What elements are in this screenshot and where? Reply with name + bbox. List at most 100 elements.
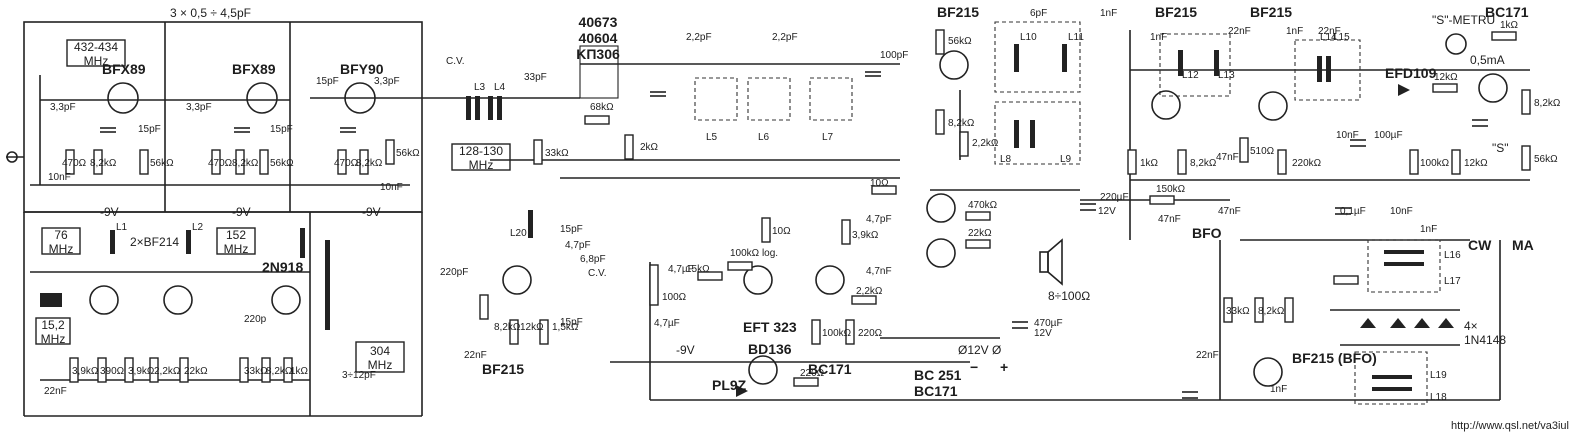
- coil-label-16: L16: [1444, 250, 1461, 261]
- label-cw: CW: [1468, 237, 1492, 253]
- res-value-17: 12kΩ: [520, 322, 544, 333]
- label-bf214: 2×BF214: [130, 235, 179, 249]
- label-bf215c: BF215: [1250, 4, 1292, 20]
- cap-value-34: 1nF: [1420, 224, 1437, 235]
- label-bf215-bfo: BF215 (BFO): [1292, 350, 1377, 366]
- res-value-41: 510Ω: [1250, 146, 1275, 157]
- cap-value-4: 15pF: [270, 124, 293, 135]
- res-value-37: 8,2kΩ: [266, 366, 293, 377]
- cap-value-26: 4,7µF: [668, 264, 694, 275]
- res-value-47: 56kΩ: [1534, 154, 1558, 165]
- capacitor-symbols: [100, 71, 1488, 399]
- res-value-19: 10Ω: [772, 226, 791, 237]
- res-value-9: 56kΩ: [396, 148, 420, 159]
- cap-value-1: 3,3pF: [50, 102, 76, 113]
- cap-value-32: 0,1µF: [1340, 206, 1366, 217]
- frame-front-end: [23, 21, 423, 417]
- coil-label-6: L6: [758, 132, 770, 143]
- coil-label-8: L8: [1000, 154, 1012, 165]
- res-value-16: 8,2kΩ: [494, 322, 521, 333]
- cap-value-39: 22nF: [44, 386, 67, 397]
- res-value-29: 3,9kΩ: [852, 230, 879, 241]
- res-value-35: 22kΩ: [184, 366, 208, 377]
- res-value-30: 220Ω: [800, 368, 825, 379]
- label-diodes: 4×1N4148: [1464, 319, 1506, 347]
- coil-label-9: L9: [1060, 154, 1072, 165]
- coil-label-15: L15: [1333, 32, 1350, 43]
- label-supply-neg3: -9V: [362, 205, 381, 219]
- res-value-14: 8,2kΩ: [948, 118, 975, 129]
- misc-labels: 3 × 0,5 ÷ 4,5pF "S"-METRU 0,5mA "S" -9V …: [100, 6, 1534, 375]
- cap-value-12: 6pF: [1030, 8, 1047, 19]
- res-value-38: 1kΩ: [290, 366, 309, 377]
- cap-value-43: 10nF: [380, 182, 403, 193]
- label-bf215d: BF215: [482, 361, 524, 377]
- label-plus: +: [1000, 359, 1008, 375]
- cap-value-17: 22nF: [1318, 26, 1341, 37]
- label-bfo: BFO: [1192, 225, 1222, 241]
- cap-value-19: 4,7pF: [565, 240, 591, 251]
- label-minus: −: [970, 359, 978, 375]
- coil-label-7: L7: [822, 132, 834, 143]
- label-ma: MA: [1512, 237, 1534, 253]
- cap-value-22: 15pF: [560, 224, 583, 235]
- resistor-symbols: [65, 29, 1531, 387]
- cap-value-11: 100pF: [880, 50, 908, 61]
- cap-value-36: 47nF: [1216, 152, 1239, 163]
- label-pl9z: PL9Z: [712, 377, 747, 393]
- res-value-48: 12kΩ: [1434, 72, 1458, 83]
- cap-value-18: 220pF: [440, 267, 468, 278]
- res-value-15: 2,2kΩ: [972, 138, 999, 149]
- res-value-31: 3,9kΩ: [72, 366, 99, 377]
- speaker-symbol: [1039, 238, 1063, 286]
- cap-value-29: 470µF: [1034, 318, 1063, 329]
- coil-label-12: L12: [1182, 70, 1199, 81]
- cap-value-24: 4,7pF: [866, 214, 892, 225]
- res-value-42: 220kΩ: [1292, 158, 1322, 169]
- res-value-45: 12kΩ: [1464, 158, 1488, 169]
- res-value-23: 100kΩ log.: [730, 248, 778, 259]
- cap-value-31: 10nF: [1336, 130, 1359, 141]
- label-bc171c: BC171: [914, 383, 958, 399]
- label-bfx89b: BFX89: [232, 61, 276, 77]
- res-value-49: 1kΩ: [1500, 20, 1519, 31]
- shield-cans: [579, 21, 1441, 405]
- res-value-28: 2,2kΩ: [856, 286, 883, 297]
- res-value-12: 68kΩ: [590, 102, 614, 113]
- label-meter-range: 0,5mA: [1470, 53, 1505, 67]
- res-value-36: 33kΩ: [244, 366, 268, 377]
- cap-value-44: 22nF: [464, 350, 487, 361]
- coil-label-11: L11: [1068, 32, 1084, 43]
- res-value-6: 56kΩ: [270, 158, 294, 169]
- label-top-caps: 3 × 0,5 ÷ 4,5pF: [170, 6, 251, 20]
- cap-value-21: 6,8pF: [580, 254, 606, 265]
- cap-value-35: 47nF: [1158, 214, 1181, 225]
- cap-value-41: 3÷12pF: [342, 370, 376, 381]
- label-2n918: 2N918: [262, 259, 303, 275]
- coil-label-5: L5: [706, 132, 718, 143]
- cap-value-37: 47nF: [1218, 206, 1241, 217]
- res-value-22: 22kΩ: [968, 228, 992, 239]
- label-bc171a: BC171: [808, 361, 852, 377]
- coil-label-4: L4: [494, 82, 506, 93]
- cap-value-3: 15pF: [138, 124, 161, 135]
- label-supply-main: Ø12V Ø: [958, 343, 1001, 357]
- label-s-meter: "S"-METRU: [1432, 13, 1495, 27]
- label-bf215a: BF215: [937, 4, 979, 20]
- diode-bridge: [736, 84, 1454, 397]
- res-value-32: 390Ω: [100, 366, 125, 377]
- res-value-25: 100Ω: [662, 292, 687, 303]
- label-bfy90: BFY90: [340, 61, 384, 77]
- cap-value-13: 1nF: [1100, 8, 1117, 19]
- coil-symbols: [40, 44, 1424, 391]
- label-speaker: 8÷100Ω: [1048, 289, 1090, 303]
- res-value-4: 470Ω: [208, 158, 233, 169]
- res-value-39: 1kΩ: [1140, 158, 1159, 169]
- coil-label-1: L1: [116, 222, 128, 233]
- res-value-51: 8,2kΩ: [1258, 306, 1285, 317]
